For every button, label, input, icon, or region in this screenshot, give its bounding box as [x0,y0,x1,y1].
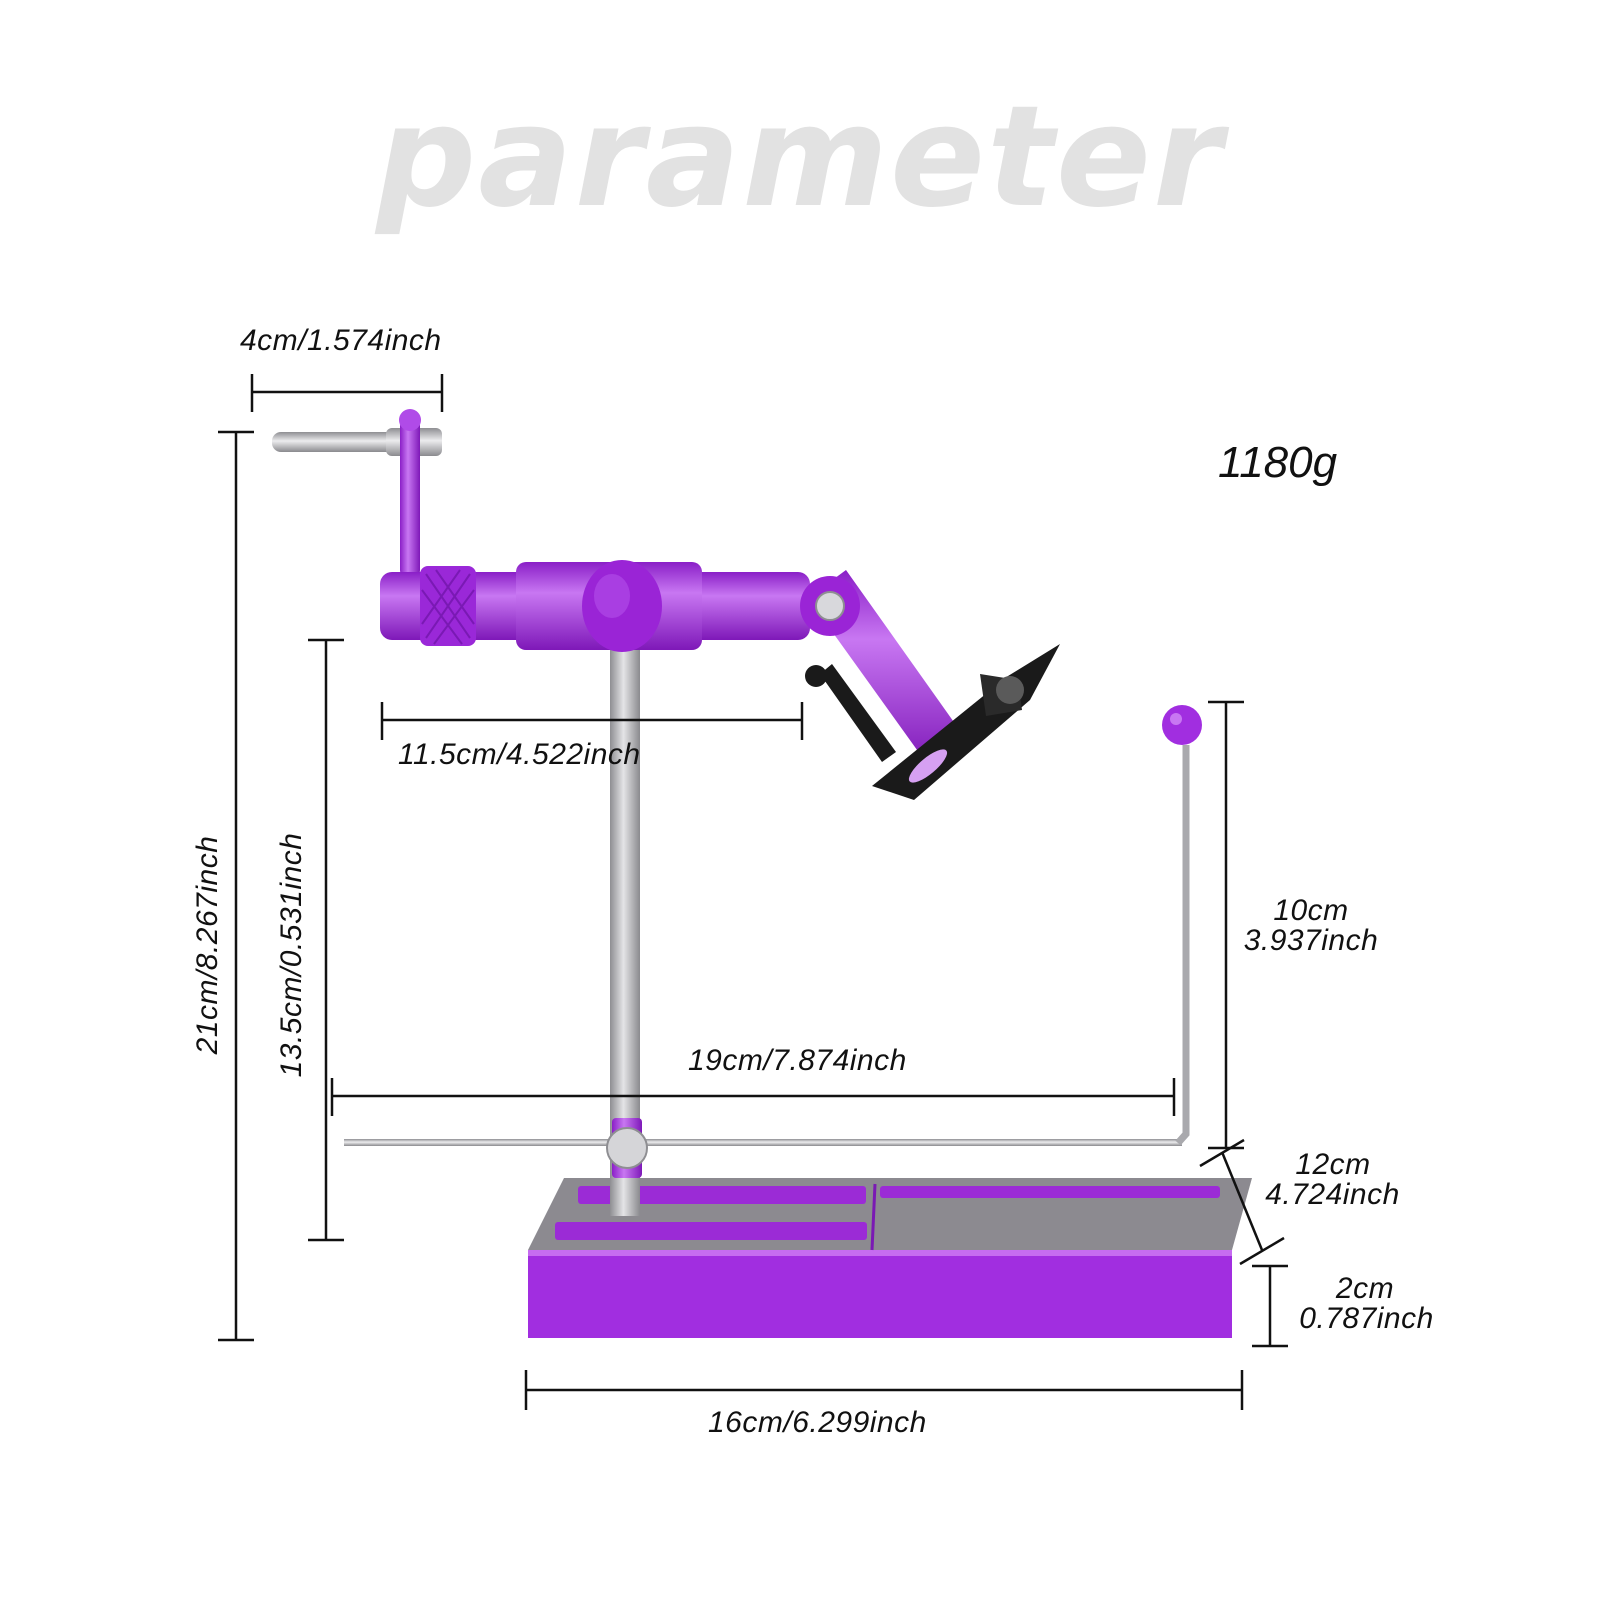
dim-total-height [218,430,254,1342]
base-depth-cm-label: 12cm [1295,1148,1371,1181]
vise-base [528,1178,1252,1338]
dim-base-height [1252,1264,1288,1348]
base-depth-in-label: 4.724inch [1265,1178,1400,1211]
total-height-label: 21cm/8.267inch [191,835,224,1055]
title-watermark: parameter [376,76,1224,239]
stem-height-label: 13.5cm/0.531inch [275,832,308,1078]
dim-rest-height [1208,700,1244,1150]
rotary-handle [272,409,442,578]
jaw-assembly [800,570,1060,800]
base-height-cm-label: 2cm [1335,1272,1395,1305]
dim-handle-width [250,374,444,412]
arm-length-label: 11.5cm/4.522inch [398,738,641,771]
dim-base-width [524,1370,1244,1410]
dim-stem-height [308,638,344,1242]
rest-height-in-label: 3.937inch [1243,924,1379,957]
weight-label: 1180g [1218,438,1338,487]
rest-height-cm-label: 10cm [1273,894,1349,927]
bobbin-rest [344,705,1202,1146]
base-height-in-label: 0.787inch [1299,1302,1434,1335]
rest-clamp [606,1118,648,1178]
dim-arm-length [380,702,804,740]
handle-width-label: 4cm/1.574inch [240,324,442,357]
rest-bar-length-label: 19cm/7.874inch [688,1044,907,1077]
vise-arm [380,560,810,652]
base-width-label: 16cm/6.299inch [708,1406,927,1439]
dim-rest-bar-length [330,1078,1176,1116]
dim-base-depth [1199,1138,1285,1266]
